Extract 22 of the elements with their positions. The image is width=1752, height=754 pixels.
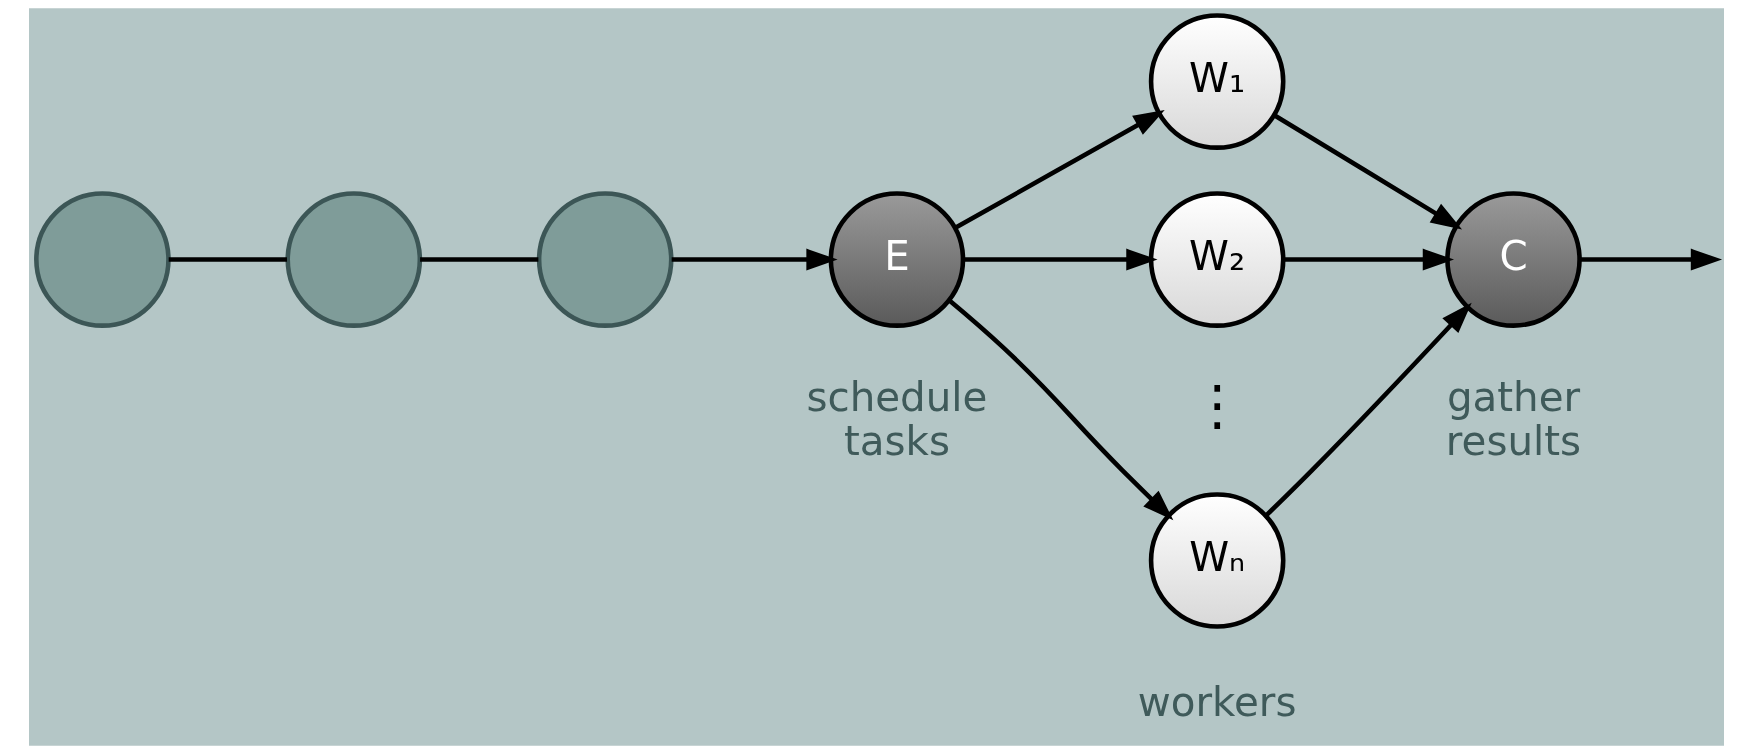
label: workers xyxy=(1137,678,1296,726)
arrow xyxy=(953,110,1165,230)
node-circle: W₁ xyxy=(1148,13,1285,150)
connector xyxy=(419,257,538,262)
node-circle xyxy=(284,191,422,328)
arrow xyxy=(1273,113,1462,230)
label: ⋮ xyxy=(1189,372,1245,437)
arrow xyxy=(671,248,838,271)
arrow xyxy=(1263,302,1472,518)
node-label: schedule tasks xyxy=(806,374,987,466)
arrow xyxy=(1282,248,1454,271)
arrow xyxy=(947,298,1173,521)
node-circle: W₂ xyxy=(1148,191,1285,328)
node-circle xyxy=(33,191,171,328)
arrow xyxy=(1579,248,1722,271)
arrow xyxy=(963,248,1157,271)
connector xyxy=(168,257,287,262)
node-circle: Wₙ xyxy=(1148,492,1285,629)
node-circle: C xyxy=(1444,191,1582,328)
node-label: gather results xyxy=(1445,374,1581,466)
node-circle xyxy=(536,191,674,328)
node-circle: E xyxy=(828,191,965,328)
